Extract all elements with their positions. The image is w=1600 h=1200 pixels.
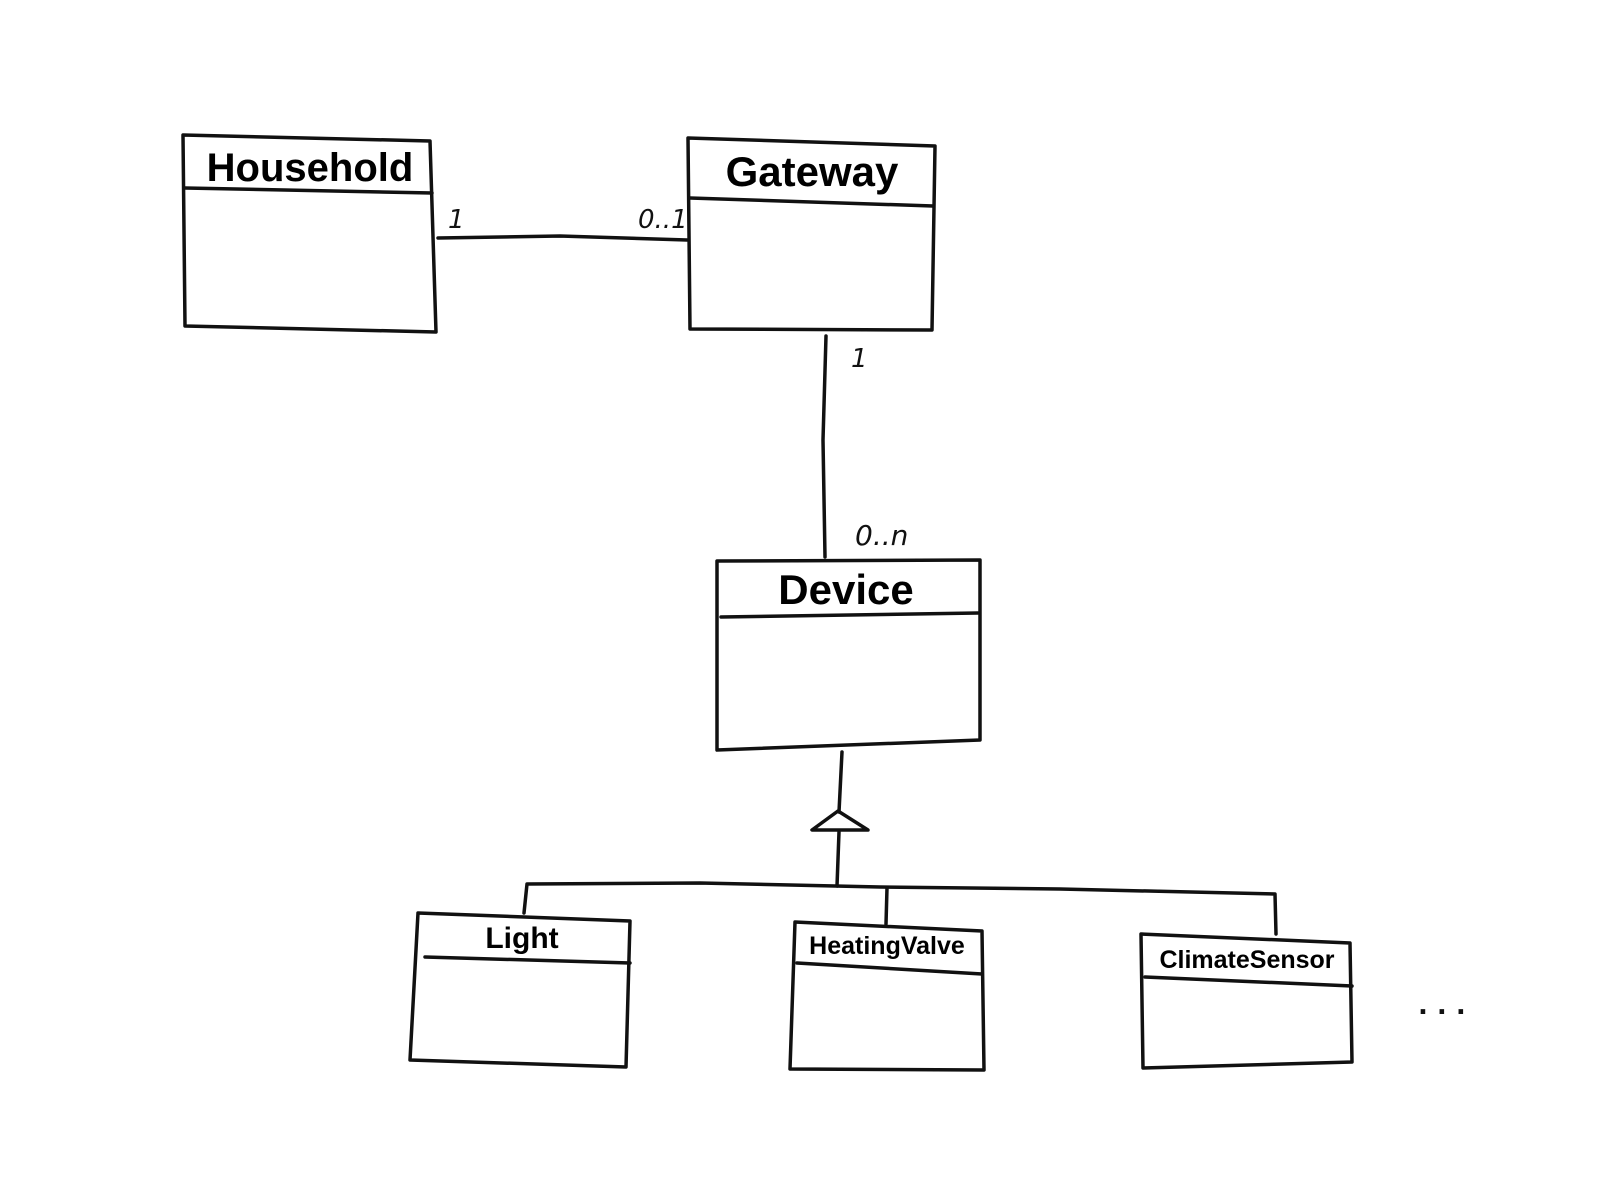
class-light-divider	[423, 955, 632, 965]
association-line-household-gateway	[436, 234, 689, 242]
class-climate-sensor-box	[1139, 932, 1354, 1070]
generalization-branch-heating-valve	[884, 886, 889, 926]
generalization-bus	[522, 881, 1278, 936]
class-household[interactable]: Household	[181, 133, 438, 334]
association-gateway-device[interactable]: 1 0..n	[821, 334, 908, 559]
class-heating-valve-box	[788, 920, 986, 1072]
class-gateway-title: Gateway	[726, 148, 899, 195]
generalization-stem-lower	[835, 830, 841, 888]
multiplicity-device-end: 0..n	[855, 519, 908, 552]
class-household-box	[181, 133, 438, 334]
class-household-divider	[183, 186, 434, 195]
generalization-triangle	[810, 809, 870, 832]
multiplicity-gateway-end: 0..1	[638, 205, 688, 235]
generalization-tree[interactable]	[522, 750, 1278, 936]
class-heating-valve-title: HeatingValve	[809, 932, 965, 960]
continuation-ellipsis: . . .	[1418, 991, 1466, 1021]
association-line-gateway-device	[821, 334, 828, 559]
class-heating-valve[interactable]: HeatingValve	[788, 920, 986, 1072]
class-climate-sensor-title: ClimateSensor	[1159, 946, 1334, 974]
generalization-stem-upper	[837, 750, 844, 814]
class-device-box	[715, 558, 982, 752]
class-climate-sensor[interactable]: ClimateSensor	[1139, 932, 1354, 1070]
class-gateway-box	[686, 136, 937, 332]
class-gateway[interactable]: Gateway	[686, 136, 937, 332]
association-household-gateway[interactable]: 1 0..1	[436, 205, 689, 242]
class-gateway-divider	[688, 196, 935, 208]
class-light-box	[408, 911, 632, 1069]
class-device-title: Device	[778, 566, 913, 613]
class-light[interactable]: Light	[408, 911, 632, 1069]
class-device[interactable]: Device	[715, 558, 982, 752]
class-household-title: Household	[207, 146, 414, 190]
multiplicity-gateway-lower-end: 1	[851, 344, 868, 374]
class-device-divider	[719, 611, 980, 619]
class-climate-sensor-divider	[1143, 975, 1354, 988]
class-heating-valve-divider	[795, 961, 984, 976]
multiplicity-household-end: 1	[448, 205, 465, 235]
class-light-title: Light	[485, 922, 558, 955]
